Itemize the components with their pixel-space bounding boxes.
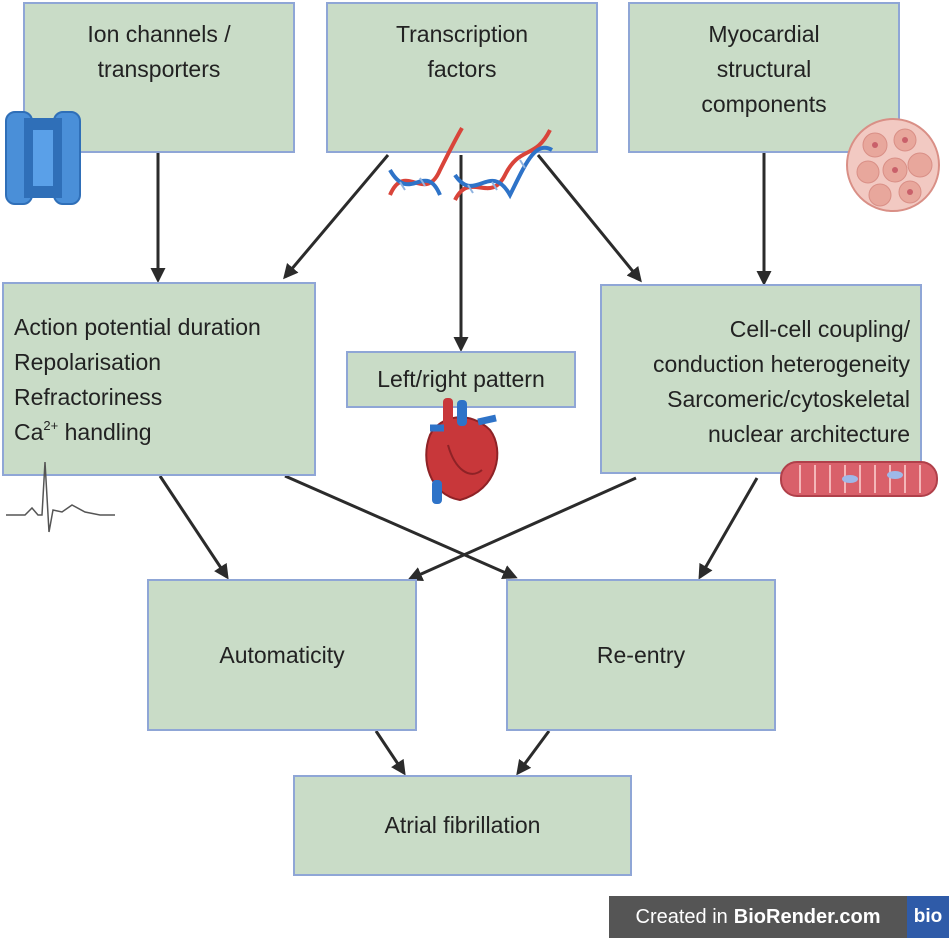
- node-action-potential: Action potential duration Repolarisation…: [2, 282, 316, 476]
- cc-line-4: nuclear architecture: [708, 421, 910, 447]
- node-ion-line-2: transporters: [97, 56, 221, 82]
- node-ion-channels: Ion channels / transporters: [23, 2, 295, 153]
- node-automaticity: Automaticity: [147, 579, 417, 731]
- cc-line-2: conduction heterogeneity: [652, 351, 910, 377]
- biorender-badge[interactable]: Created in BioRender.com bio: [609, 896, 949, 938]
- ap-handling: handling: [58, 419, 152, 445]
- arrow-reentry-to-af: [516, 730, 551, 776]
- biorender-logo-icon: bio: [907, 896, 949, 938]
- ap-line-2: Repolarisation: [14, 349, 162, 375]
- cc-line-3: Sarcomeric/cytoskeletal: [667, 386, 910, 412]
- node-transcription-factors: Transcription factors: [326, 2, 598, 153]
- arrow-auto-to-af: [374, 730, 406, 776]
- af-label: Atrial fibrillation: [384, 812, 541, 838]
- arrow-tf-to-ap: [283, 154, 390, 280]
- node-left-right-pattern: Left/right pattern: [346, 351, 576, 408]
- node-tf-line-1: Transcription: [395, 21, 529, 47]
- node-myocardial-structural: Myocardial structural components: [628, 2, 900, 153]
- ap-line-1: Action potential duration: [14, 314, 261, 340]
- badge-brand: BioRender.com: [733, 905, 881, 928]
- badge-prefix: Created in: [635, 905, 728, 928]
- node-myo-line-3: components: [701, 91, 827, 117]
- node-myo-line-1: Myocardial: [708, 21, 820, 47]
- node-re-entry: Re-entry: [506, 579, 776, 731]
- node-atrial-fibrillation: Atrial fibrillation: [293, 775, 632, 876]
- badge-text: Created in BioRender.com: [609, 896, 907, 938]
- arrow-cc-to-auto: [407, 476, 637, 581]
- cc-line-1: Cell-cell coupling/: [729, 316, 910, 342]
- arrow-ap-to-reentry: [284, 474, 518, 580]
- node-myo-line-2: structural: [716, 56, 812, 82]
- ap-line-4: Ca2+ handling: [14, 415, 314, 450]
- arrow-tf-to-cc: [536, 154, 642, 283]
- lr-label: Left/right pattern: [377, 366, 545, 392]
- node-tf-line-2: factors: [427, 56, 497, 82]
- node-cell-coupling: Cell-cell coupling/ conduction heterogen…: [600, 284, 922, 474]
- ap-ca-superscript: 2+: [43, 418, 59, 433]
- ap-line-3: Refractoriness: [14, 384, 163, 410]
- arrow-cc-to-reentry: [698, 477, 759, 580]
- arrow-ap-to-auto: [158, 475, 229, 580]
- node-ion-line-1: Ion channels /: [87, 21, 231, 47]
- auto-label: Automaticity: [219, 641, 345, 668]
- ap-ca: Ca: [14, 419, 44, 445]
- reentry-label: Re-entry: [596, 641, 686, 668]
